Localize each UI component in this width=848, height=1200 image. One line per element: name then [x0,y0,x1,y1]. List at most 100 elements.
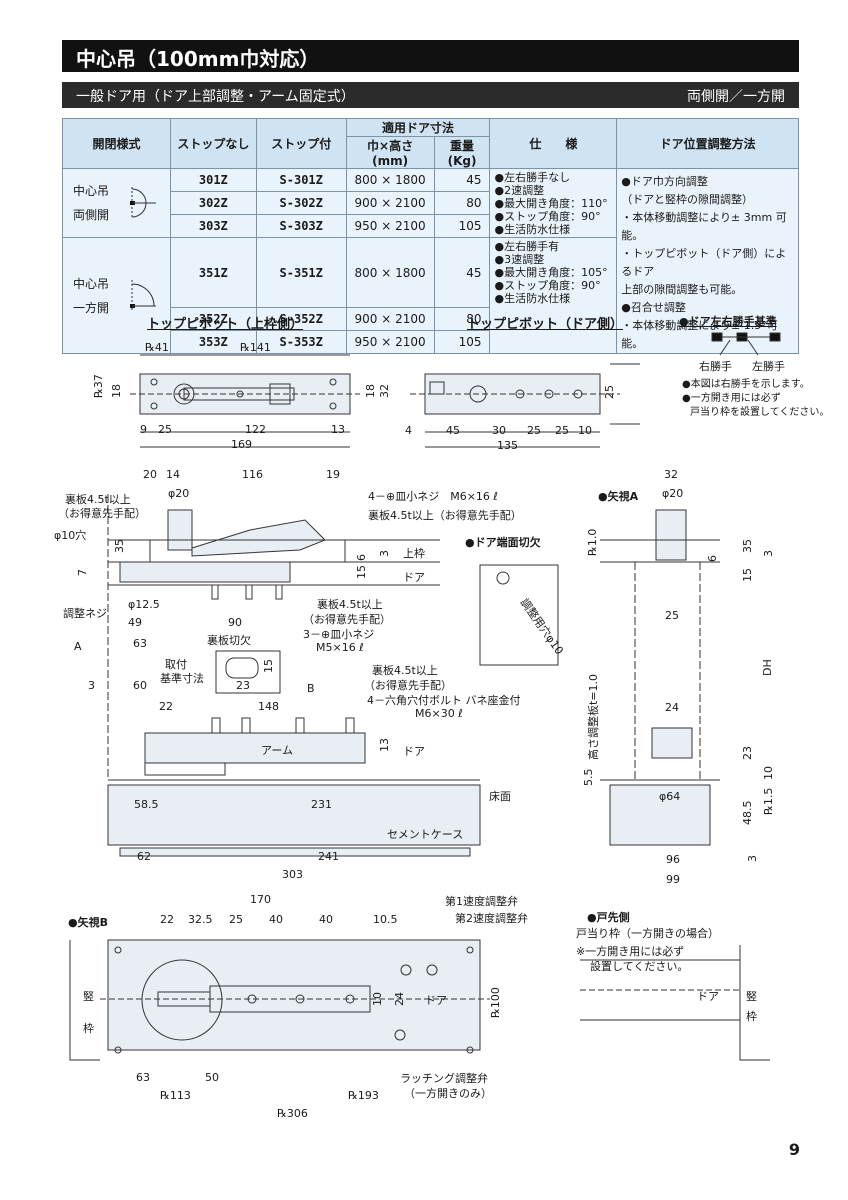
model-no-stop: 302Z [169,191,257,215]
callout-label: 竪 [83,990,94,1003]
callout-label: M6×30 ℓ [415,707,463,720]
dimension: 49 [128,616,142,629]
door-size: 950 × 2100 [345,214,435,238]
dimension: 135 [497,439,518,452]
dimension: 25 [229,913,243,926]
model-with-stop: S-353Z [255,330,347,354]
dimension: 32.5 [188,913,213,926]
adjust-line: 上部の隙間調整も可能。 [621,283,743,296]
dimension: 3 [88,679,95,692]
dimension: 23 [741,746,754,760]
dimension: 170 [250,893,271,906]
model-no-stop: 301Z [169,168,257,192]
table-header-row: 開閉様式 ストップなし ストップ付 適用ドア寸法 仕 様 ドア位置調整方法 [62,118,799,169]
door-size: 950 × 2100 [345,330,435,354]
dimension: ℞1.5 [762,787,775,815]
dimension: 10 [371,992,384,1006]
dimension: 62 [137,850,151,863]
dimension: 50 [205,1071,219,1084]
stop-note: 設置してください。 [590,960,689,973]
dimension: 231 [311,798,332,811]
callout-label: （一方開きのみ） [404,1087,492,1100]
adjust-line: （ドアと竪枠の隙間調整） [621,193,754,206]
dimension: 5.5 [582,768,595,787]
model-with-stop: S-302Z [255,191,347,215]
section-stop-side: ●戸先側 [587,911,630,924]
section-subtitle: 一般ドア用（ドア上部調整・アーム固定式） 両側開／一方開 [62,82,799,108]
model-no-stop: 353Z [169,330,257,354]
dimension: 15 [355,565,368,579]
dimension: 18 [364,384,377,398]
dimension: 9 [140,423,147,436]
spec-line: ●3速調整 [494,253,545,266]
callout-label: 裏板4.5t以上 [317,598,383,611]
callout-label: 枠 [83,1022,94,1035]
spec-line: ●最大開き角度：110° [494,197,608,210]
dimension: 19 [326,468,340,481]
dimension: 25 [603,385,616,399]
callout-label: 取付 [165,658,187,671]
hand-note: 戸当り枠を設置してください。 [690,407,830,418]
double-swing-icon [129,187,156,219]
dimension: 6 [706,555,719,562]
dimension: 60 [133,679,147,692]
dimension: 15 [741,568,754,582]
dimension: 30 [492,424,506,437]
callout-label: ドア [697,990,719,1003]
dimension: 3 [762,550,775,557]
page-title: 中心吊（100mm巾対応） [62,40,799,72]
callout-label: M5×16 ℓ [316,641,364,654]
section-door-end-cut: ●ドア端面切欠 [465,536,541,549]
adjust-cell: ●ドア巾方向調整 （ドアと竪枠の隙間調整） ・本体移動調整により± 3mm 可能… [616,168,799,354]
dimension: 35 [113,539,126,553]
dimension: φ12.5 [128,598,160,611]
spec-line: ●ストップ角度：90° [494,279,601,292]
hand-note: ●本図は右勝手を示します。 [682,379,810,390]
dimension: 32 [378,384,391,398]
single-swing-icon [129,279,156,312]
callout-label: 第1速度調整弁 [445,895,518,908]
table-row: 中心吊 両側開 301Z S-301Z 800 × 1800 45 ●左右勝手な… [62,168,799,354]
dimension: 99 [666,873,680,886]
spec-line: ●ストップ角度：90° [494,210,601,223]
callout-label: φ10穴 [54,529,87,542]
dimension: φ64 [659,790,681,803]
dimension: 10 [578,424,592,437]
door-weight: 105 [433,214,491,238]
table-subheader-row: 巾×高さ(mm) 重量(Kg) [63,136,799,169]
dimension: 40 [269,913,283,926]
dimension: 15 [262,659,275,673]
spec-line: ●生活防水仕様 [494,223,571,236]
spec-line: ●生活防水仕様 [494,292,571,305]
dimension: 22 [159,700,173,713]
table-row: 352Z S-352Z 900 × 2100 80 [63,307,799,331]
callout-label: 調整ネジ [63,607,107,620]
dimension: 25 [665,609,679,622]
adjust-line: ・本体移動調整により± 1.5°可能。 [621,319,778,350]
hand-note: ●一方開き用には必ず [682,393,781,404]
callout-label: 裏板4.5t以上 [65,493,131,506]
dimension: 13 [378,738,391,752]
callout-label: 高さ調整板t=1.0 [587,673,600,760]
left-hand-label: 左勝手 [752,360,785,373]
spec-table: 開閉様式 ストップなし ストップ付 適用ドア寸法 仕 様 ドア位置調整方法 巾×… [62,118,799,354]
door-weight: 105 [433,330,491,354]
dimension: ℞113 [160,1089,191,1102]
callout-label: 第2速度調整弁 [455,912,528,925]
door-weight: 45 [433,168,491,192]
callout-label: 竪 [746,990,757,1003]
dimension: 63 [136,1071,150,1084]
dimension: 169 [231,438,252,451]
dimension: 20 [143,468,157,481]
adjust-line: ●召合せ調整 [621,301,686,314]
dimension: 35 [741,539,754,553]
spec-line: ●左右勝手有 [494,240,560,253]
dimension: ℞100 [489,987,502,1018]
stop-frame-label: 戸当り枠（一方開きの場合） [576,927,719,940]
th-door-size: 適用ドア寸法 [345,118,491,137]
dimension: 303 [282,868,303,881]
dimension: ℞41 [145,341,169,354]
model-no-stop: 303Z [169,214,257,238]
subtitle-text: 一般ドア用（ドア上部調整・アーム固定式） [76,89,355,105]
